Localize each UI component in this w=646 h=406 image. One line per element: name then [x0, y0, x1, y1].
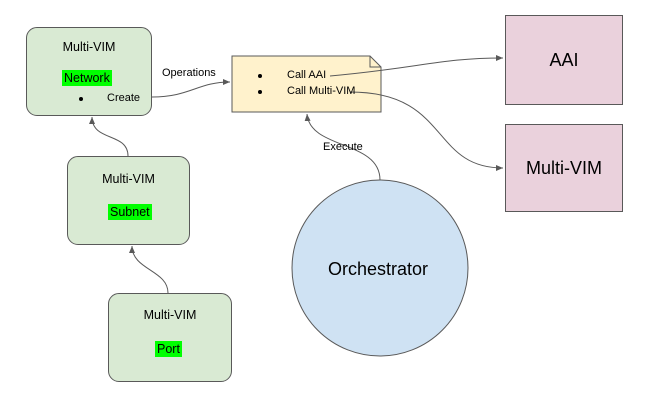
call-aai-bullet	[258, 74, 262, 78]
edge-port-to-subnet	[129, 245, 169, 294]
network-box-title: Multi-VIM	[62, 40, 116, 54]
subnet-multivim-box[interactable]: Multi-VIM Subnet	[67, 156, 190, 245]
call-multivim-item: Call Multi-VIM	[287, 85, 356, 97]
network-highlight: Network	[62, 70, 112, 86]
edge-operations-to-aai	[329, 55, 504, 77]
edge-orchestrator-to-operations	[304, 113, 381, 181]
subnet-box-title: Multi-VIM	[102, 172, 155, 186]
create-item: Create	[107, 92, 141, 104]
aai-box[interactable]: AAI	[505, 15, 623, 105]
port-multivim-box[interactable]: Multi-VIM Port	[108, 293, 232, 382]
edge-network-to-operations	[151, 79, 231, 98]
port-box-title: Multi-VIM	[143, 308, 197, 322]
edge-subnet-to-network	[89, 116, 129, 157]
create-bullet	[79, 97, 83, 101]
multivim-label: Multi-VIM	[526, 157, 602, 178]
call-multivim-bullet	[258, 90, 262, 94]
multivim-box[interactable]: Multi-VIM	[505, 124, 623, 212]
operations-note-fold	[369, 56, 381, 68]
edge-operations-to-multivim	[349, 91, 504, 171]
orchestrator-label: Orchestrator	[328, 259, 429, 279]
network-multivim-box[interactable]: Multi-VIM Network Create	[26, 27, 152, 116]
call-aai-item: Call AAI	[287, 69, 327, 81]
subnet-highlight: Subnet	[108, 204, 152, 220]
aai-label: AAI	[549, 49, 579, 70]
operations-note-shape	[231, 55, 382, 113]
execute-edge-label: Execute	[323, 141, 363, 153]
operations-edge-label: Operations	[162, 67, 216, 79]
port-highlight: Port	[155, 341, 182, 357]
